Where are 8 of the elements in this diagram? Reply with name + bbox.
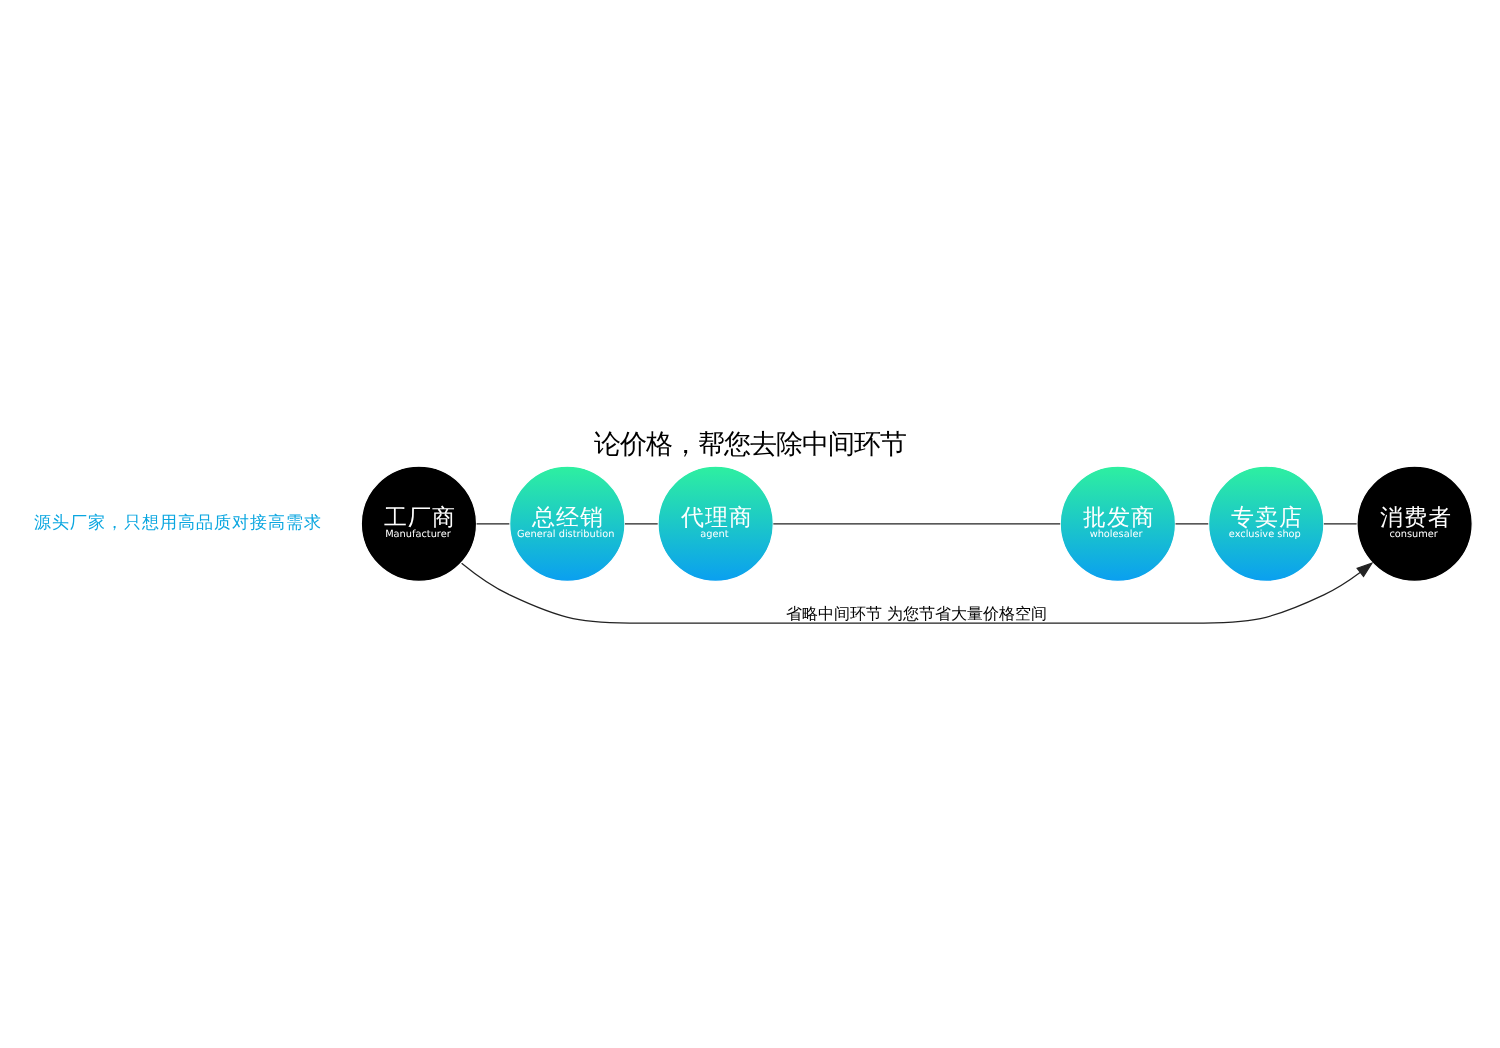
label: 源头厂家，只想用高品质对接高需求	[33, 513, 322, 534]
connector	[1174, 522, 1209, 524]
arrow	[461, 561, 1374, 623]
connector	[475, 522, 510, 524]
connector	[1323, 522, 1358, 524]
connector	[624, 522, 659, 524]
connector	[772, 522, 1061, 524]
diagram-title: 论价格，帮您去除中间环节	[594, 428, 906, 461]
